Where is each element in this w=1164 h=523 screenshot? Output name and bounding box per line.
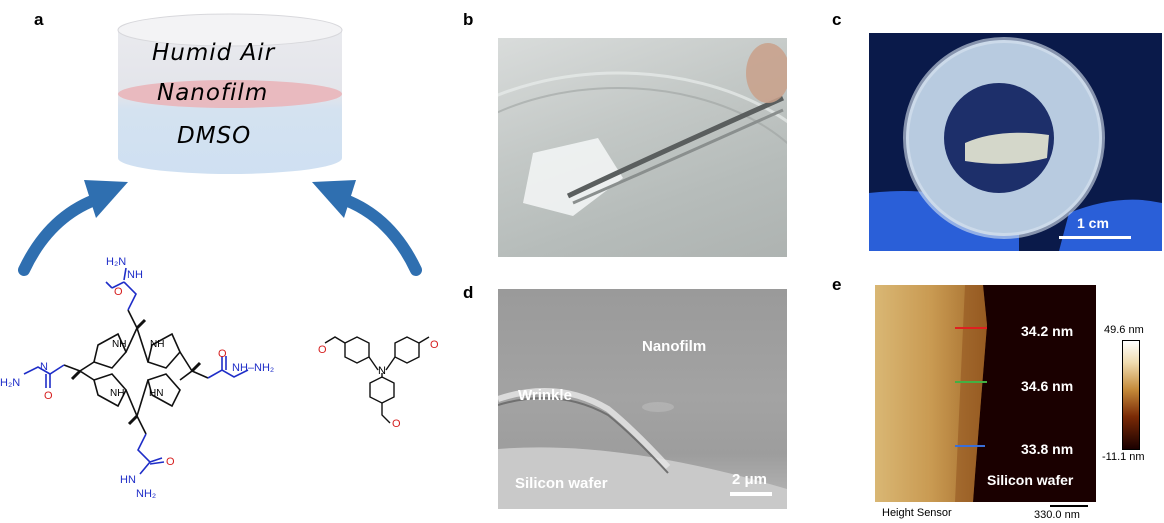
scale-label-c: 1 cm (1077, 215, 1109, 231)
layer-humid-air: Humid Air (152, 40, 276, 66)
panel-label-d: d (463, 283, 474, 302)
left-h2n-label: H₂N (0, 377, 21, 389)
height-colorbar (1122, 340, 1140, 450)
right-arrow-head (312, 180, 356, 218)
silicon-wafer-label-d: Silicon wafer (515, 475, 608, 492)
height-measurement-1: 34.2 nm (1021, 323, 1074, 339)
aldehyde-o-left: O (318, 344, 327, 356)
triformyl-triphenylamine-structure (324, 336, 430, 424)
layer-dmso: DMSO (177, 123, 252, 149)
bottom-o-label: O (166, 456, 175, 468)
nanofilm-ring-photo: 1 cm (869, 33, 1162, 251)
aldehyde-o-bottom: O (392, 418, 401, 430)
colorbar-min-label: -11.1 nm (1102, 451, 1145, 463)
wrinkle-label: Wrinkle (518, 387, 572, 404)
right-nh-nh2-label: NH–NH₂ (232, 362, 275, 374)
silicon-wafer-label-e: Silicon wafer (987, 472, 1074, 488)
afm-drawing (875, 285, 987, 502)
amine-n: N (378, 365, 386, 377)
left-n-label: N (40, 361, 48, 373)
height-sensor-label: Height Sensor (882, 507, 952, 519)
right-curved-arrow (334, 192, 422, 276)
inner-nh-3: NH (110, 388, 125, 399)
top-h2n-label: H₂N (106, 256, 127, 268)
left-curved-arrow (18, 192, 106, 276)
ring-drawing (869, 37, 1162, 251)
colorbar-max-label: 49.6 nm (1104, 324, 1144, 336)
afm-height-image: 34.2 nm 34.6 nm 33.8 nm Silicon wafer (875, 285, 1096, 502)
left-arrow-head (84, 180, 128, 218)
height-measurement-2: 34.6 nm (1021, 378, 1074, 394)
right-o-label: O (218, 348, 227, 360)
panel-label-c: c (832, 10, 842, 29)
panel-label-a: a (34, 10, 44, 29)
petri-dish-photo (498, 38, 787, 257)
scale-bar-d (730, 492, 772, 496)
scale-label-d: 2 μm (732, 471, 768, 488)
bottom-nh2-label: NH₂ (136, 488, 157, 500)
scale-label-e: 330.0 nm (1034, 509, 1080, 521)
bottom-hn-label: HN (120, 474, 136, 486)
left-o-label: O (44, 390, 53, 402)
layer-nanofilm: Nanofilm (157, 80, 269, 106)
layer-cylinder (117, 13, 343, 174)
inner-hn-4: HN (149, 388, 164, 399)
nanofilm-label: Nanofilm (642, 338, 707, 355)
top-o-label: O (114, 286, 123, 298)
height-measurement-3: 33.8 nm (1021, 441, 1074, 457)
porphyrin-hydrazide-structure (23, 267, 249, 475)
inner-nh-2: NH (150, 339, 165, 350)
panel-label-e: e (832, 275, 842, 294)
scale-bar-c (1059, 236, 1131, 239)
petri-dish-drawing (498, 43, 787, 216)
reaction-arrows (18, 180, 422, 276)
inner-nh-1: NH (112, 339, 127, 350)
aldehyde-o-right: O (430, 339, 439, 351)
sem-image: Nanofilm Wrinkle Silicon wafer 2 μm (498, 289, 787, 509)
scale-bar-e (1050, 505, 1088, 507)
top-nh-label: NH (127, 269, 143, 281)
panel-label-b: b (463, 10, 474, 29)
sem-drawing (498, 388, 787, 509)
